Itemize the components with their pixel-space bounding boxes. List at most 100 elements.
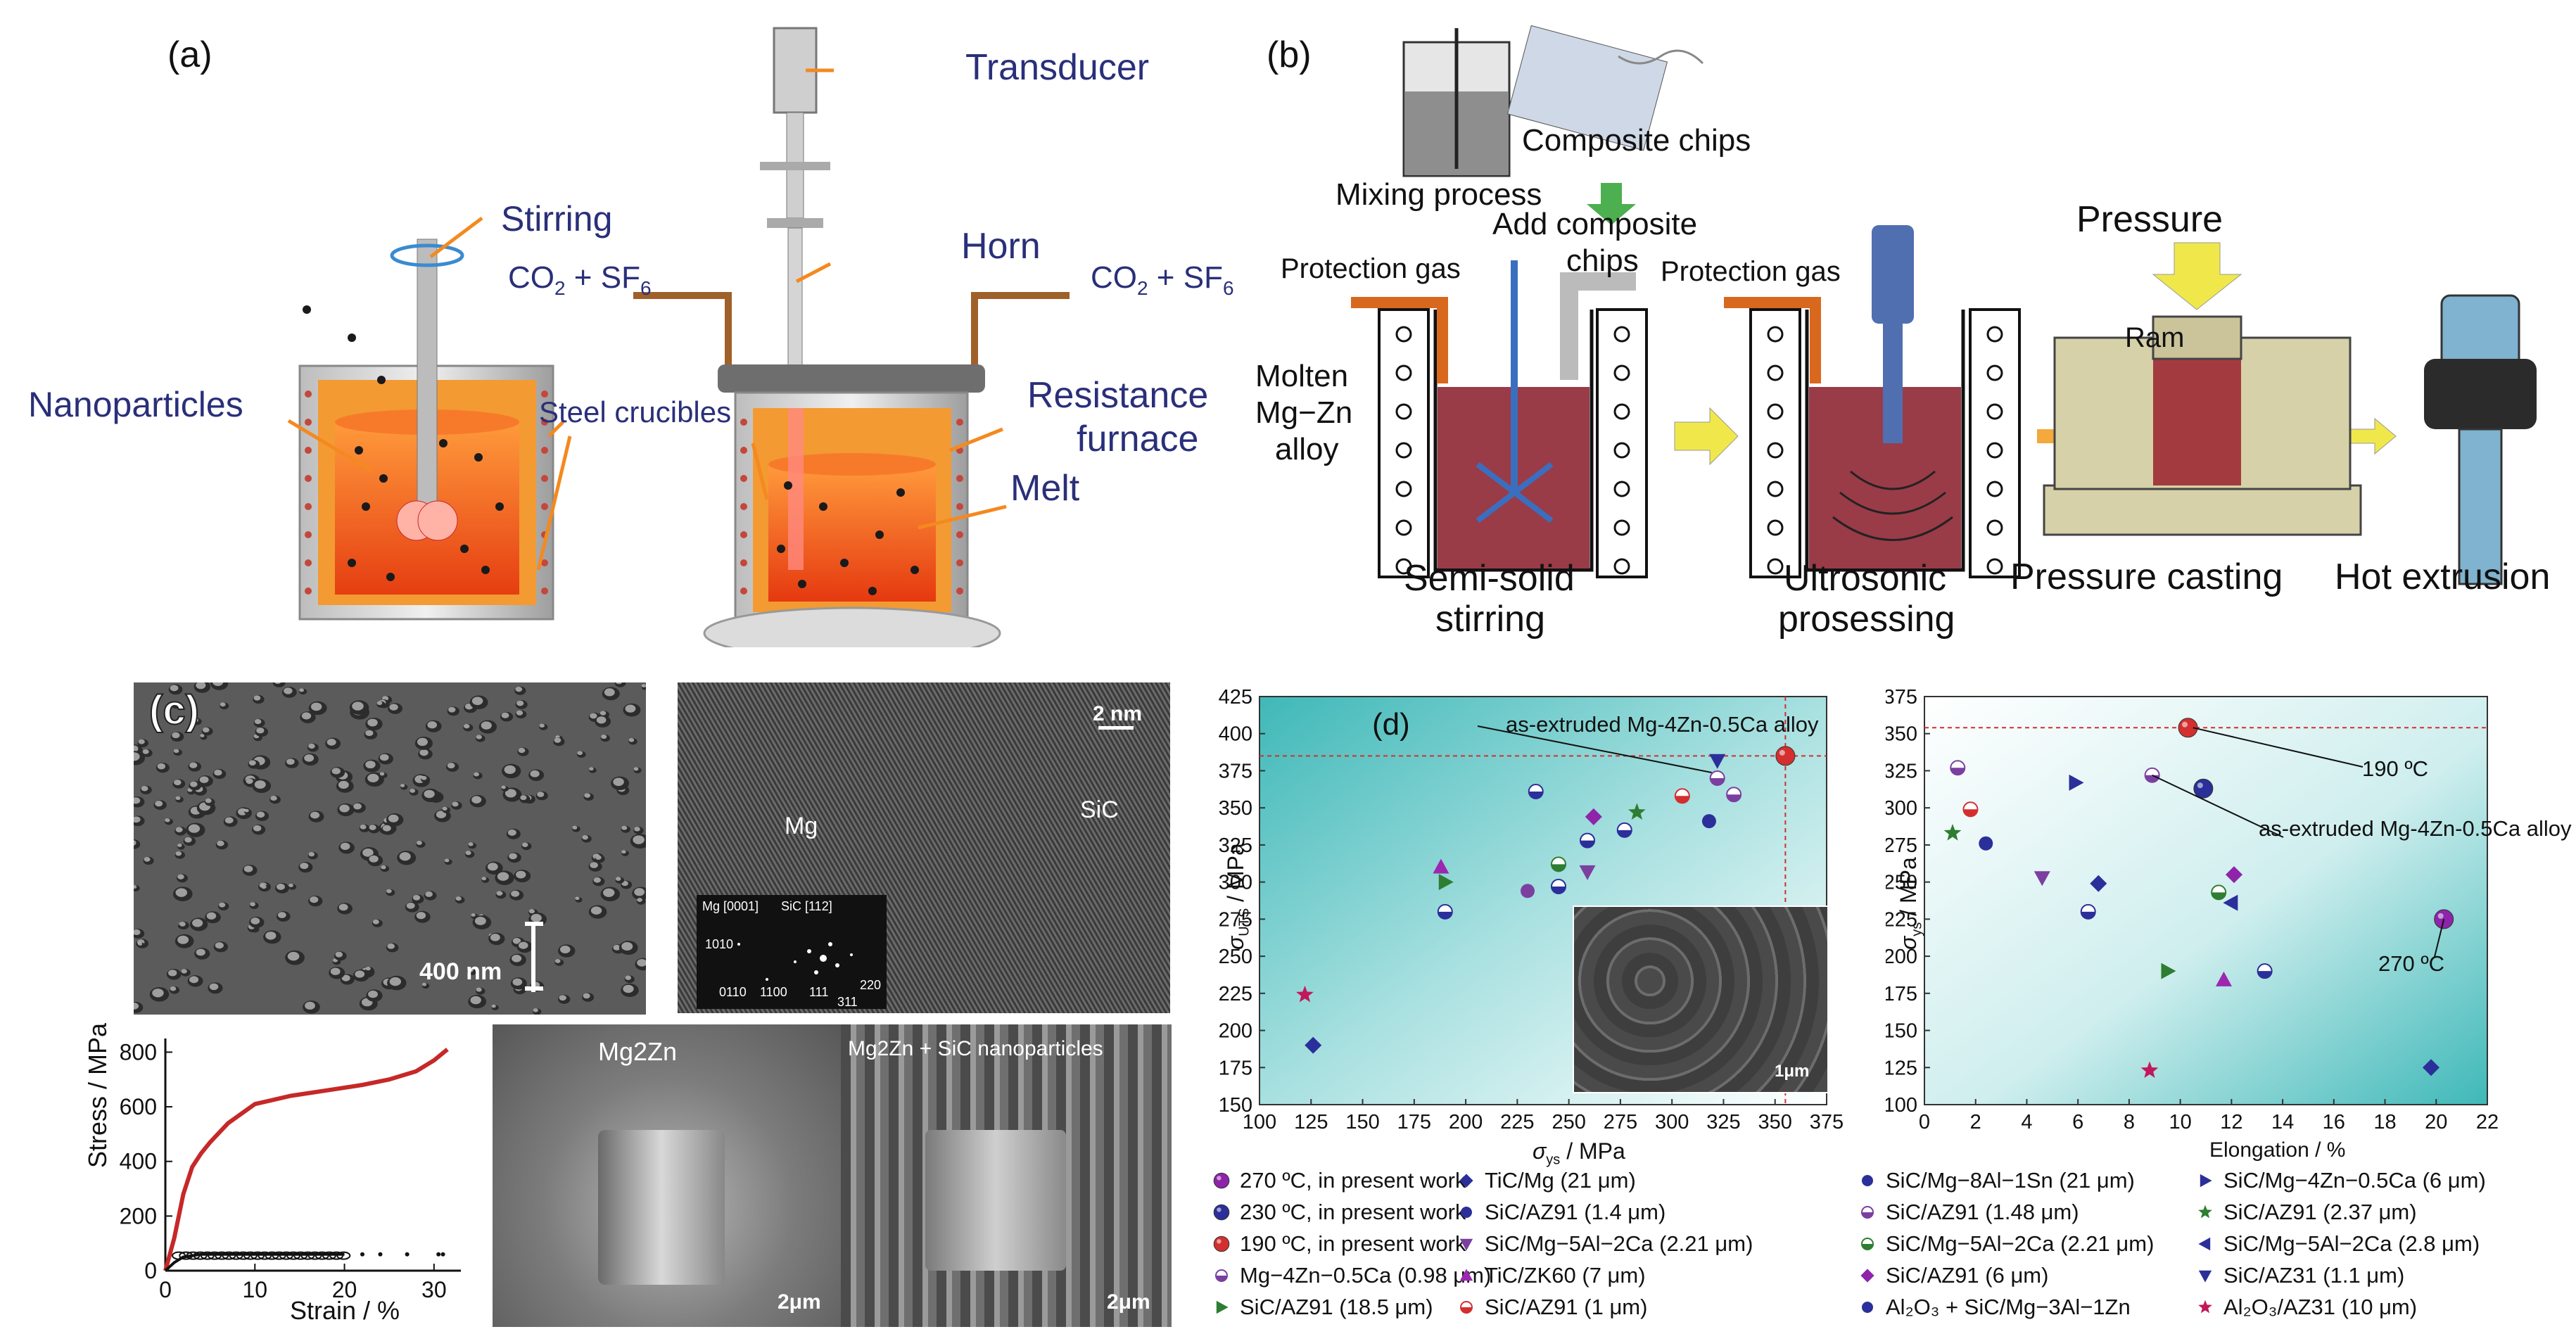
ytick-label: 300 <box>1219 872 1252 894</box>
sem-particle-highlight <box>261 884 267 889</box>
sem-particle-highlight <box>621 825 628 830</box>
sem-particle-highlight <box>205 798 212 803</box>
sem-particle-highlight <box>299 688 304 692</box>
legend-label: SiC/AZ91 (1 μm) <box>1485 1295 1648 1319</box>
legend-item: SiC/AZ91 (2.37 μm) <box>2195 1200 2417 1225</box>
label-transducer: Transducer <box>965 47 1150 88</box>
legend-marker <box>1459 1269 1473 1281</box>
data-point <box>2434 909 2454 929</box>
sem-particle-highlight <box>134 797 141 804</box>
sem-particle-highlight <box>474 772 480 777</box>
sem-particle-highlight <box>497 872 509 881</box>
label-stirring: Stirring <box>501 199 613 239</box>
sem-particle-highlight <box>421 775 427 780</box>
sem-particle <box>272 682 286 687</box>
label-diff-sic: SiC [112] <box>781 899 832 913</box>
arrow-270 <box>2434 919 2445 958</box>
sem-particle-highlight <box>170 685 179 692</box>
sem-particle-highlight <box>301 712 312 720</box>
sem-particle-highlight <box>621 850 626 854</box>
data-point <box>1616 822 1632 838</box>
label-pressure: Pressure <box>2076 199 2223 240</box>
legend-label: SiC/Mg−5Al−2Ca (2.21 μm) <box>1485 1231 1753 1256</box>
sem-particle-highlight <box>199 776 209 784</box>
data-point <box>1438 874 1454 891</box>
ss-scatter-dot <box>405 1252 410 1257</box>
legend-item: 230 ºC, in present work <box>1212 1200 1466 1225</box>
ss-series-line <box>163 1048 449 1271</box>
legend-item: Al₂O₃ + SiC/Mg−3Al−1Zn <box>1858 1295 2131 1320</box>
label-mg: Mg <box>785 813 818 839</box>
sem-particle-highlight <box>593 877 601 883</box>
sem-particle-highlight <box>308 851 315 857</box>
data-point <box>1775 746 1796 766</box>
data-point <box>2423 1059 2439 1076</box>
sem-particle-highlight <box>389 977 402 986</box>
sem-particle-highlight <box>512 978 523 986</box>
xtick-label: 10 <box>2169 1111 2192 1133</box>
sem-particle-highlight <box>175 796 181 801</box>
sem-particle-highlight <box>424 789 435 799</box>
sem-particle-highlight <box>509 853 517 860</box>
ss-scatter-dot <box>436 1252 441 1257</box>
sem-particle-highlight <box>189 762 198 768</box>
sem-particle-highlight <box>533 1008 538 1012</box>
label-alloy: alloy <box>1275 432 1339 466</box>
label-pressure-casting: Pressure casting <box>2010 557 2283 597</box>
sem-particle-highlight <box>172 701 178 706</box>
sem-particle-highlight <box>448 706 456 713</box>
sem-particle-highlight <box>179 921 186 927</box>
sem-particle-highlight <box>387 943 395 949</box>
sem-particles <box>134 682 646 1015</box>
data-point <box>1550 878 1566 894</box>
ss-serrated-loop <box>279 1251 293 1260</box>
sem-particle-highlight <box>490 934 500 941</box>
sem-particle-highlight <box>175 827 183 832</box>
arrow-right-ann <box>2152 774 2284 838</box>
label-1010: 1010 <box>705 937 734 951</box>
legend-label: 190 ºC, in present work <box>1240 1231 1466 1256</box>
panel-c-label: (c) <box>148 687 200 734</box>
marker-half-fill <box>1216 1276 1227 1281</box>
sem-particle-highlight <box>193 718 198 723</box>
sem-particle-highlight <box>196 682 206 690</box>
data-point <box>1580 832 1596 849</box>
xtick-label: 175 <box>1397 1111 1431 1133</box>
sem-particle-highlight <box>284 687 293 694</box>
sem-particle-highlight <box>481 721 492 730</box>
marker-half-fill <box>1950 768 1965 775</box>
sem-particle-highlight <box>138 739 145 744</box>
sem-particle-highlight <box>253 695 261 701</box>
sem-particle-highlight <box>141 786 148 792</box>
sem-particle-highlight <box>519 941 528 949</box>
sem-particle-highlight <box>372 919 379 925</box>
sem-particle-highlight <box>516 700 524 706</box>
ss-serrated-loop <box>322 1251 336 1260</box>
label-horn: Horn <box>961 226 1041 267</box>
legend-marker <box>1213 1235 1230 1252</box>
xtick-label: 125 <box>1294 1111 1328 1133</box>
sem-particle-highlight <box>582 834 588 840</box>
data-point <box>2178 718 2198 738</box>
sem-particle-highlight <box>577 751 583 756</box>
ytick-label: 175 <box>1886 983 1917 1005</box>
legend-marker <box>1215 1269 1228 1282</box>
legend-item: 190 ºC, in present work <box>1212 1231 1466 1257</box>
legend-item: SiC/Mg−5Al−2Ca (2.21 μm) <box>1858 1231 2154 1257</box>
sem-particle-highlight <box>341 974 350 982</box>
marker-half-fill <box>1580 840 1595 848</box>
xtick-label: 300 <box>1655 1111 1689 1133</box>
legend-item: SiC/Mg−5Al−2Ca (2.8 μm) <box>2195 1231 2480 1257</box>
scale-bar-head <box>525 922 543 926</box>
sem-particle-highlight <box>399 852 411 861</box>
micropillar-sic-shape <box>925 1130 1066 1271</box>
sem-particle-highlight <box>152 989 164 998</box>
scale-2um-b: 2μm <box>1107 1290 1150 1314</box>
marker-half-fill <box>2257 971 2272 979</box>
scale-bar-vertical <box>531 922 535 992</box>
legend-marker <box>1459 1238 1473 1251</box>
label-composite-chips: Composite chips <box>1522 123 1751 158</box>
legend-label: SiC/AZ31 (1.1 μm) <box>2223 1263 2405 1288</box>
ss-xtick-label: 20 <box>332 1277 357 1302</box>
marker-highlight <box>2182 721 2188 728</box>
